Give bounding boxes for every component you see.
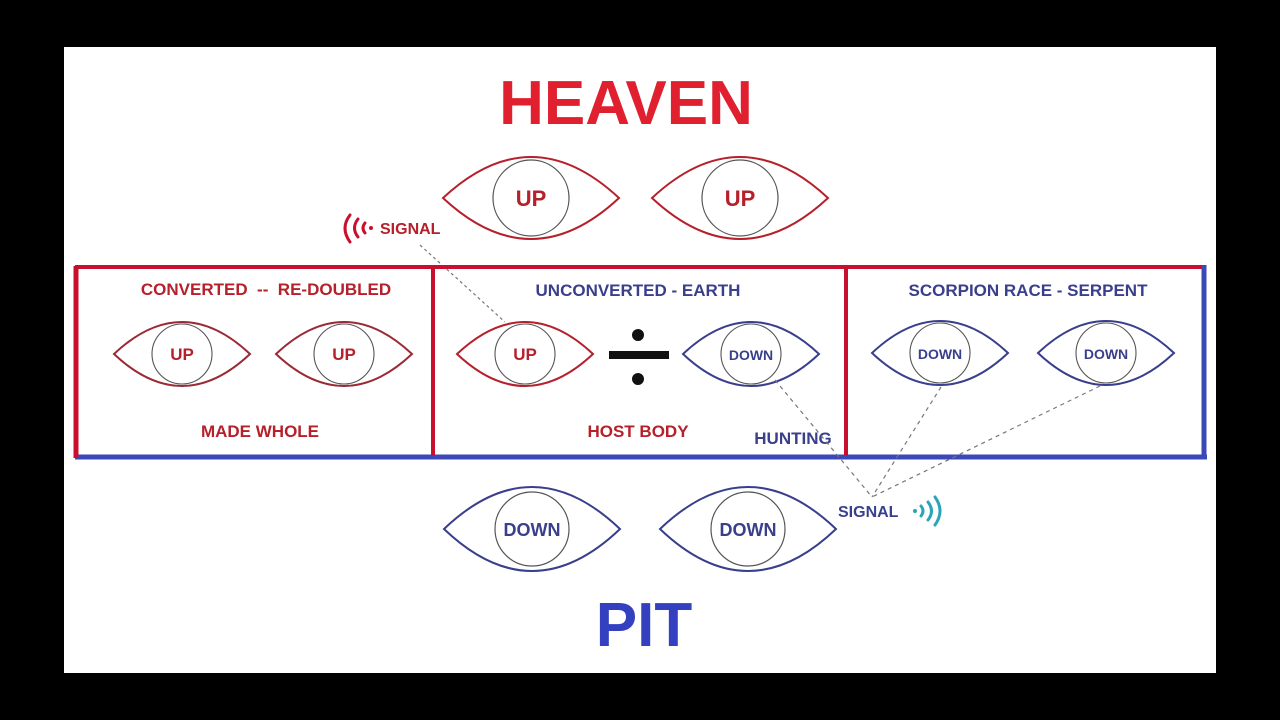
pit-eye-2: DOWN xyxy=(658,486,838,572)
heaven-eye-1: UP xyxy=(441,156,621,240)
panel-eye: DOWN xyxy=(681,321,821,387)
panel-converted: CONVERTED -- RE-DOUBLED UP UP MADE WHOLE xyxy=(112,280,414,441)
eye-label: UP xyxy=(513,345,537,364)
heaven-title: HEAVEN xyxy=(499,69,753,138)
panel-eye: UP xyxy=(274,321,414,387)
iris-icon xyxy=(494,491,570,567)
signal-label: SIGNAL xyxy=(838,504,899,521)
diagram-svg: HEAVEN UP UP SIGNAL xyxy=(73,69,1207,660)
panel-eye: UP xyxy=(112,321,252,387)
eye-label: UP xyxy=(332,345,356,364)
iris-icon xyxy=(909,322,971,384)
panel-eye: DOWN xyxy=(870,320,1010,386)
panel-footer: MADE WHOLE xyxy=(201,422,319,441)
panel-eye: UP xyxy=(455,321,595,387)
panel-footer: HOST BODY xyxy=(587,422,689,441)
eye-label: DOWN xyxy=(720,520,777,540)
hunting-label: HUNTING xyxy=(754,429,831,448)
eye-label: UP xyxy=(516,186,547,211)
eye-label: UP xyxy=(170,345,194,364)
signal-waves-left-icon xyxy=(343,213,373,244)
iris-icon xyxy=(492,159,570,237)
panel-heading: CONVERTED -- RE-DOUBLED xyxy=(141,280,391,299)
iris-icon xyxy=(494,323,556,385)
diagram-canvas: HEAVEN UP UP SIGNAL xyxy=(64,47,1216,673)
signal-top: SIGNAL xyxy=(343,213,441,244)
iris-icon xyxy=(151,323,213,385)
eye-label: UP xyxy=(725,186,756,211)
signal-bottom: SIGNAL xyxy=(838,495,942,527)
iris-icon xyxy=(710,491,786,567)
signal-line xyxy=(419,244,506,323)
iris-icon xyxy=(1075,322,1137,384)
panel-heading: UNCONVERTED - EARTH xyxy=(536,281,741,300)
signal-waves-right-icon xyxy=(913,495,942,527)
pit-title: PIT xyxy=(596,591,693,660)
iris-icon xyxy=(720,323,782,385)
panel-unconverted: UNCONVERTED - EARTH UP DOWN HOST BODY HU… xyxy=(455,281,832,448)
eye-label: DOWN xyxy=(504,520,561,540)
heaven-eye-2: UP xyxy=(650,156,830,240)
divide-operator-icon xyxy=(609,329,669,385)
eye-label: DOWN xyxy=(918,346,962,362)
signal-label: SIGNAL xyxy=(380,221,441,238)
panel-eye: DOWN xyxy=(1036,320,1176,386)
eye-label: DOWN xyxy=(1084,346,1128,362)
iris-icon xyxy=(313,323,375,385)
signal-lines xyxy=(774,379,1101,498)
panel-scorpion: SCORPION RACE - SERPENT DOWN DOWN xyxy=(870,281,1176,386)
panel-heading: SCORPION RACE - SERPENT xyxy=(909,281,1149,300)
iris-icon xyxy=(701,159,779,237)
pit-eye-1: DOWN xyxy=(442,486,622,572)
eye-label: DOWN xyxy=(729,347,773,363)
panels-frame xyxy=(73,265,1207,460)
